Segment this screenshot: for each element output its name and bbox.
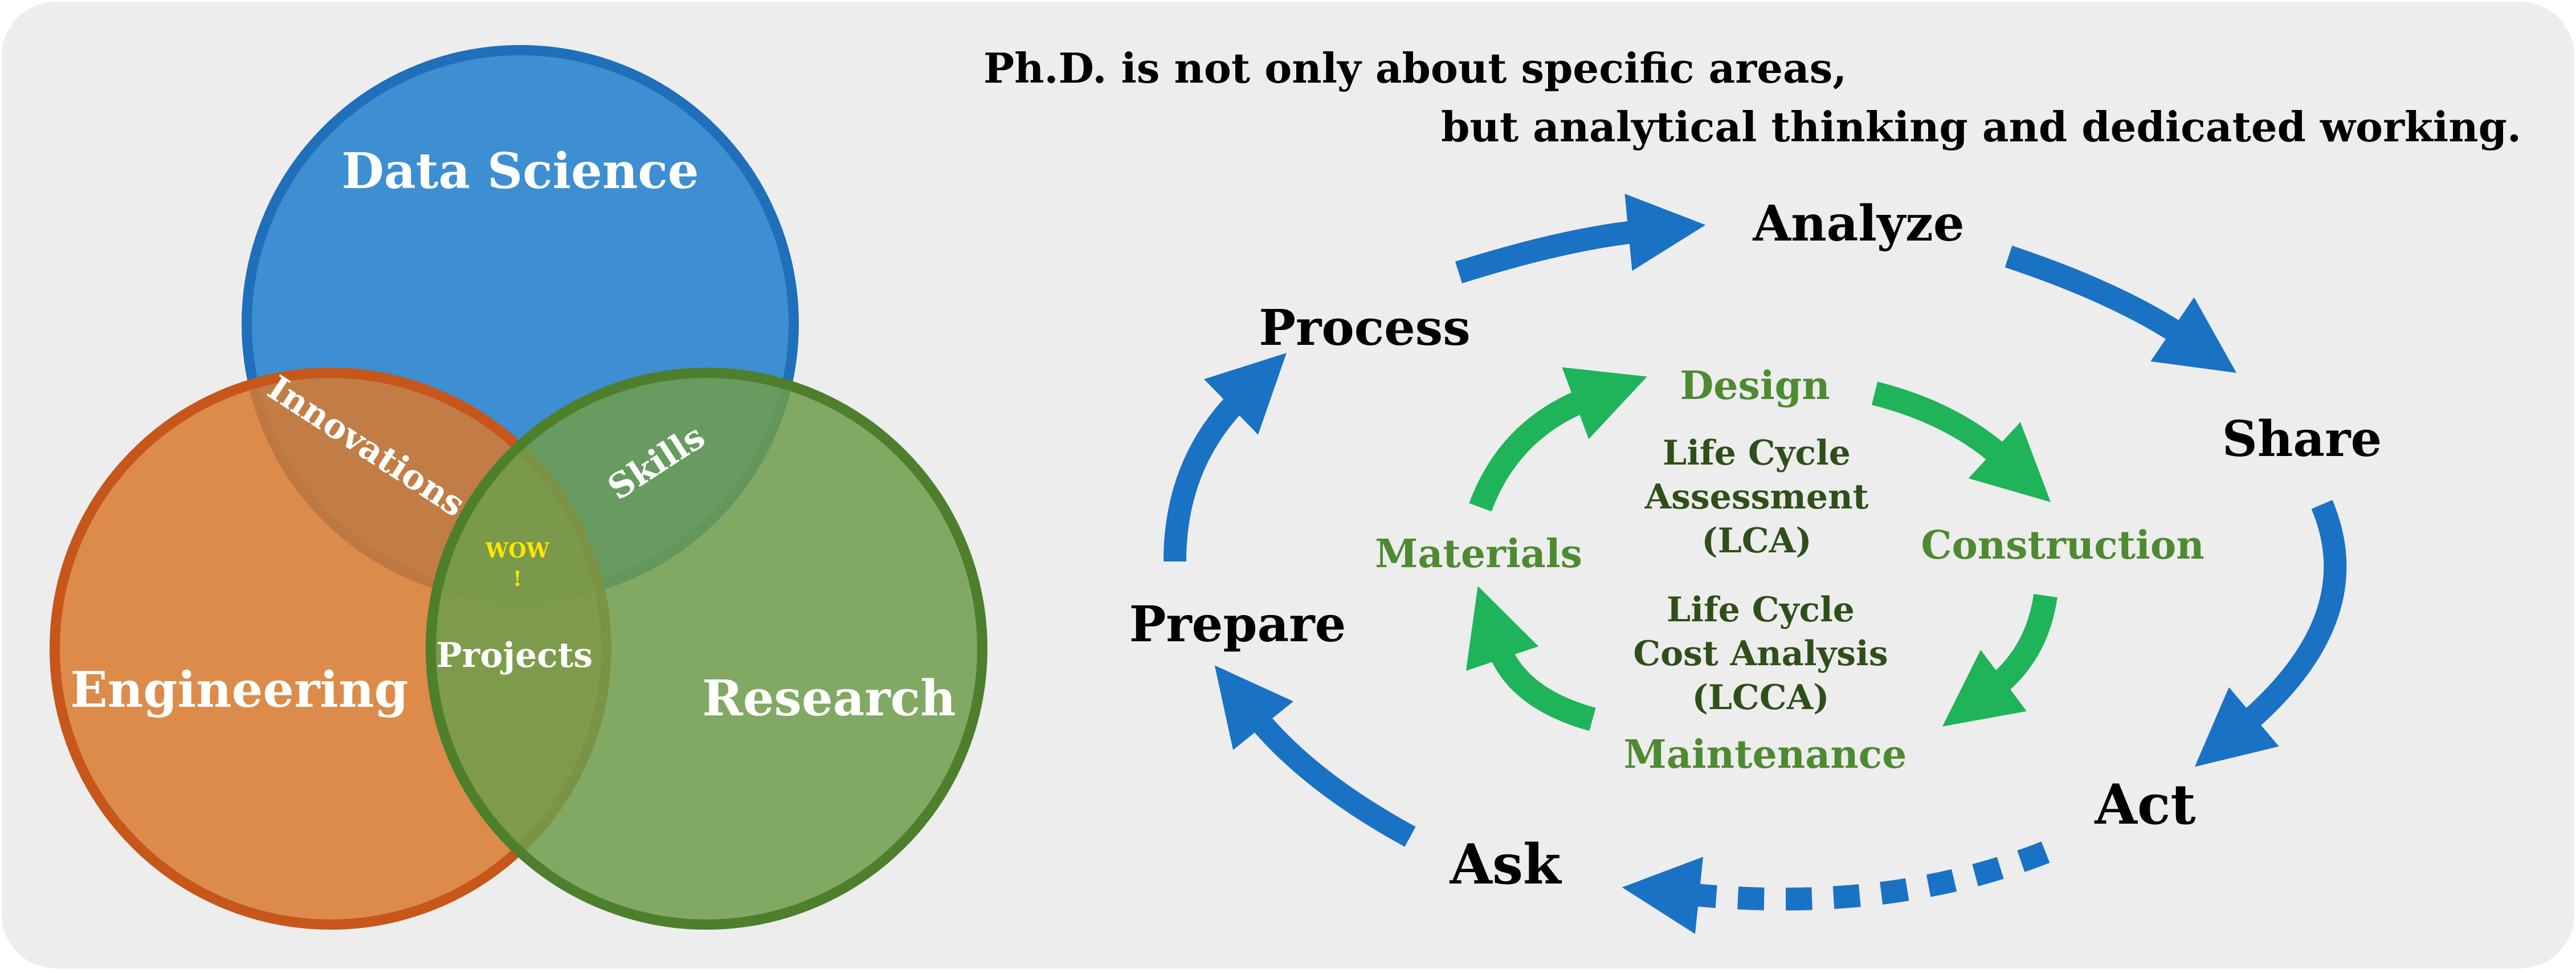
headline-line2: but analytical thinking and dedicated wo… <box>1441 103 2521 151</box>
act-to-ask-arrow <box>1622 841 2050 934</box>
materials-to-design-arrow <box>1469 367 1647 512</box>
research-circle <box>426 368 987 930</box>
outer-cycle-labels: Analyze Share Act Ask Prepare Process <box>1129 195 2382 897</box>
lca-line2: Assessment <box>1644 477 1869 517</box>
prepare-label: Prepare <box>1129 596 1346 653</box>
analyze-to-share-arrow <box>2005 246 2237 373</box>
inner-cycle-arrows <box>1465 367 2057 731</box>
ask-to-prepare-arrow <box>1214 665 1416 847</box>
wow-exclamation: ! <box>513 567 522 591</box>
act-label: Act <box>2094 772 2195 837</box>
projects-label: Projects <box>436 636 593 675</box>
construction-to-maintenance-arrow <box>1942 593 2057 727</box>
lca-line1: Life Cycle <box>1663 433 1851 473</box>
prepare-to-process-arrow <box>1164 353 1287 562</box>
maintenance-to-materials-arrow <box>1465 586 1596 731</box>
lcca-line1: Life Cycle <box>1667 590 1855 630</box>
headline: Ph.D. is not only about specific areas, … <box>983 44 2521 151</box>
share-label: Share <box>2222 410 2382 468</box>
research-label: Research <box>702 670 956 727</box>
lcca-line2: Cost Analysis <box>1633 634 1888 674</box>
ask-label: Ask <box>1449 832 1562 897</box>
lca-line3: (LCA) <box>1701 521 1811 561</box>
analyze-label: Analyze <box>1752 195 1964 253</box>
inner-cycle-labels: Design Construction Maintenance Material… <box>1375 363 2204 777</box>
process-to-analyze-arrow <box>1455 193 1706 284</box>
materials-label: Materials <box>1375 531 1582 577</box>
lcca-line3: (LCCA) <box>1692 678 1829 718</box>
venn-diagram: Data Science Engineering Research Innova… <box>50 45 987 930</box>
design-label: Design <box>1680 363 1830 409</box>
design-to-construction-arrow <box>1871 381 2051 502</box>
outer-cycle-arrows <box>1164 193 2347 934</box>
data-science-label: Data Science <box>341 143 699 200</box>
share-to-act-arrow <box>2194 500 2347 767</box>
headline-line1: Ph.D. is not only about specific areas, <box>983 44 1847 92</box>
engineering-label: Engineering <box>70 661 408 719</box>
wow-label: WOW <box>485 539 550 563</box>
maintenance-label: Maintenance <box>1624 732 1907 777</box>
process-label: Process <box>1259 299 1470 357</box>
construction-label: Construction <box>1921 523 2204 568</box>
